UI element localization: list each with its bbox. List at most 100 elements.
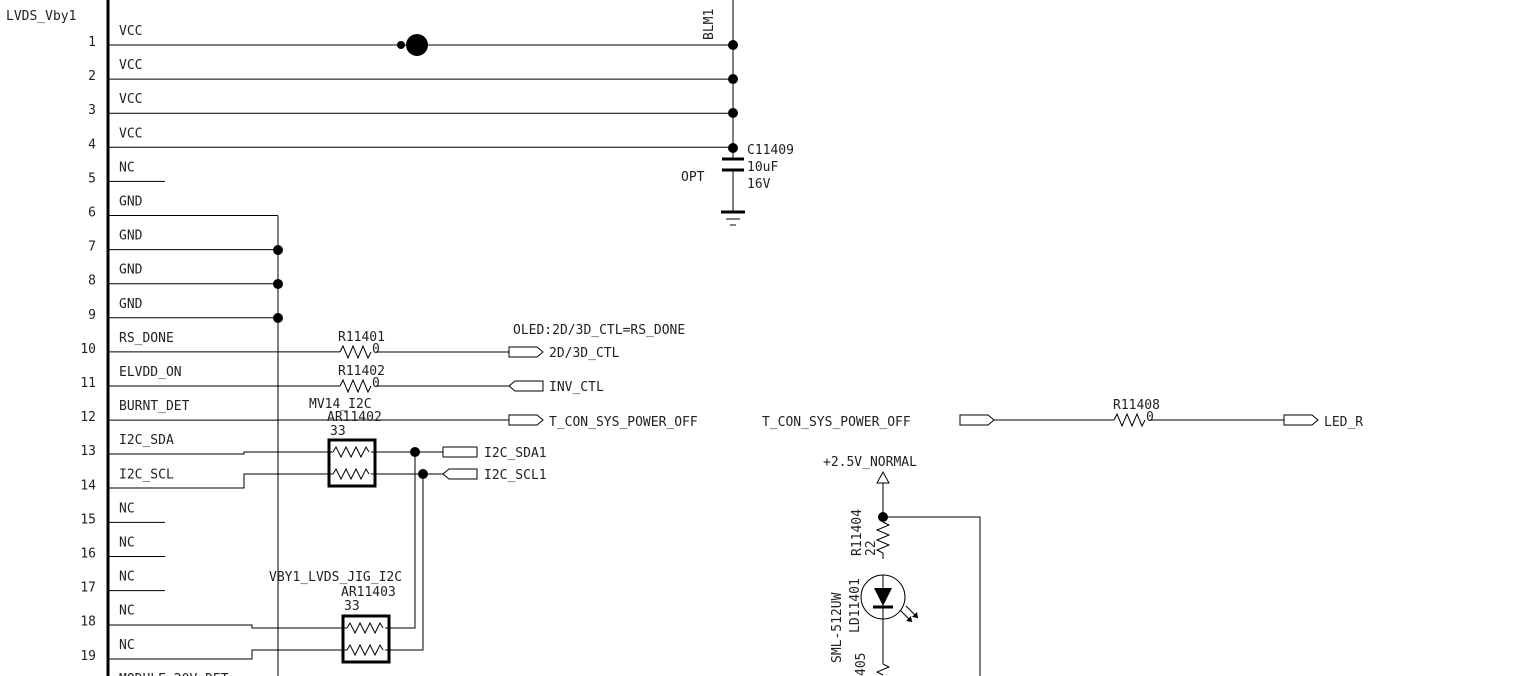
- vcc-junction-3: [728, 108, 738, 118]
- capacitor-c11409: [721, 148, 745, 226]
- port-i2c-scl1-label: I2C_SCL1: [484, 468, 547, 483]
- r11405-ref: 405: [854, 653, 869, 676]
- cap-value: 10uF: [747, 160, 778, 175]
- resistor-r11401: [339, 344, 372, 360]
- pin-number: 15: [80, 512, 96, 527]
- port-i2c-scl1: [442, 468, 478, 480]
- pin-name: GND: [119, 263, 143, 278]
- pin-number: 19: [80, 649, 96, 664]
- oled-note: OLED:2D/3D_CTL=RS_DONE: [513, 323, 685, 338]
- r11401-value: 0: [372, 342, 380, 357]
- vcc-junction-1: [728, 40, 738, 50]
- wire-sda-in: [108, 451, 333, 455]
- pin-name: I2C_SCL: [119, 467, 174, 482]
- wire-scl-in: [108, 473, 333, 489]
- ar11403-value: 33: [344, 599, 360, 614]
- pin-number: 8: [88, 274, 96, 289]
- r11402-value: 0: [372, 376, 380, 391]
- pin-number: 18: [80, 615, 96, 630]
- port-inv-ctl: [508, 380, 544, 392]
- pin-number: 2: [88, 69, 96, 84]
- resistor-r11405: [875, 619, 891, 676]
- pin-number: 7: [88, 240, 96, 255]
- port-tcon-in-label: T_CON_SYS_POWER_OFF: [762, 415, 911, 430]
- pin-number: 17: [80, 581, 96, 596]
- pin-name: VCC: [119, 24, 142, 39]
- pin-name: BURNT_DET: [119, 399, 190, 414]
- wire-jig-sda-in: [108, 624, 347, 629]
- pin-name: ELVDD_ON: [119, 365, 182, 380]
- r11408-ref: R11408: [1113, 398, 1160, 413]
- ar11402-ref: AR11402: [327, 410, 382, 425]
- pin-name: MODULE_20V_DET: [119, 672, 229, 676]
- ar11402-value: 33: [330, 424, 346, 439]
- wire-jig-scl-in: [108, 649, 347, 660]
- pin-number: 14: [80, 478, 96, 493]
- port-inv-ctl-label: INV_CTL: [549, 380, 604, 395]
- resistor-array-ar11403: [341, 614, 391, 664]
- port-led-r-label: LED_R: [1324, 415, 1363, 430]
- resistor-r11402: [339, 378, 372, 394]
- cap-opt-label: OPT: [681, 170, 705, 185]
- port-i2c-sda1: [442, 446, 478, 458]
- pin-number: 3: [88, 103, 96, 118]
- pin-name: RS_DONE: [119, 331, 174, 346]
- pin-name: NC: [119, 160, 135, 175]
- pin-number: 12: [80, 410, 96, 425]
- r11404-ref: R11404: [850, 509, 865, 556]
- r11404-value: 22: [864, 540, 879, 556]
- pin-name: NC: [119, 638, 135, 653]
- r11401-ref: R11401: [338, 330, 385, 345]
- pin-number: 6: [88, 206, 96, 221]
- port-2d3d-ctl-label: 2D/3D_CTL: [549, 346, 620, 361]
- test-point: [406, 34, 428, 56]
- pin-name: GND: [119, 195, 143, 210]
- vcc-junction-2: [728, 74, 738, 84]
- pin-number: 11: [80, 376, 96, 391]
- wire-jig-sda-out: [385, 452, 416, 629]
- pin-name: NC: [119, 604, 135, 619]
- pin-name: GND: [119, 229, 143, 244]
- supply-arrow: [876, 470, 890, 484]
- gnd-junction-7: [273, 245, 283, 255]
- pin-number: 13: [80, 444, 96, 459]
- port-tcon-power-off-label: T_CON_SYS_POWER_OFF: [549, 415, 698, 430]
- connector-ref: LVDS_Vby1: [6, 9, 76, 24]
- resistor-array-ar11402: [327, 438, 377, 488]
- resistor-r11408: [1113, 412, 1146, 428]
- test-point-stub: [397, 41, 405, 49]
- pin-name: GND: [119, 297, 143, 312]
- connector-pins: 1VCC2VCC3VCC4VCC5NC6GND7GND8GND9GND10RS_…: [80, 24, 733, 676]
- port-2d3d-ctl: [508, 346, 544, 358]
- port-tcon-power-off: [508, 414, 544, 426]
- pin-number: 10: [80, 342, 96, 357]
- ar11402-group: MV14_I2C: [309, 397, 372, 412]
- led-part: SML-512UW: [830, 592, 845, 663]
- pin-name: VCC: [119, 92, 142, 107]
- pin-name: NC: [119, 536, 135, 551]
- supply-label: +2.5V_NORMAL: [823, 455, 917, 470]
- pin-name: VCC: [119, 58, 142, 73]
- pin-name: VCC: [119, 126, 142, 141]
- resistor-r11404: [875, 521, 891, 559]
- r11402-ref: R11402: [338, 364, 385, 379]
- bead-ref: BLM1: [702, 9, 717, 40]
- pin-name: NC: [119, 570, 135, 585]
- cap-ref: C11409: [747, 143, 794, 158]
- ar11403-ref: AR11403: [341, 585, 396, 600]
- pin-name: NC: [119, 501, 135, 516]
- gnd-junction-8: [273, 279, 283, 289]
- pin-name: I2C_SDA: [119, 433, 174, 448]
- cap-voltage: 16V: [747, 177, 771, 192]
- pin-number: 4: [88, 137, 96, 152]
- pin-number: 5: [88, 171, 96, 186]
- wire-jig-scl-out: [385, 474, 424, 651]
- gnd-junction-9: [273, 313, 283, 323]
- pin-number: 16: [80, 547, 96, 562]
- port-i2c-sda1-label: I2C_SDA1: [484, 446, 547, 461]
- port-tcon-in: [959, 414, 995, 426]
- wire-supply-right: [883, 516, 981, 676]
- pin-number: 9: [88, 308, 96, 323]
- led-ref: LD11401: [848, 578, 863, 633]
